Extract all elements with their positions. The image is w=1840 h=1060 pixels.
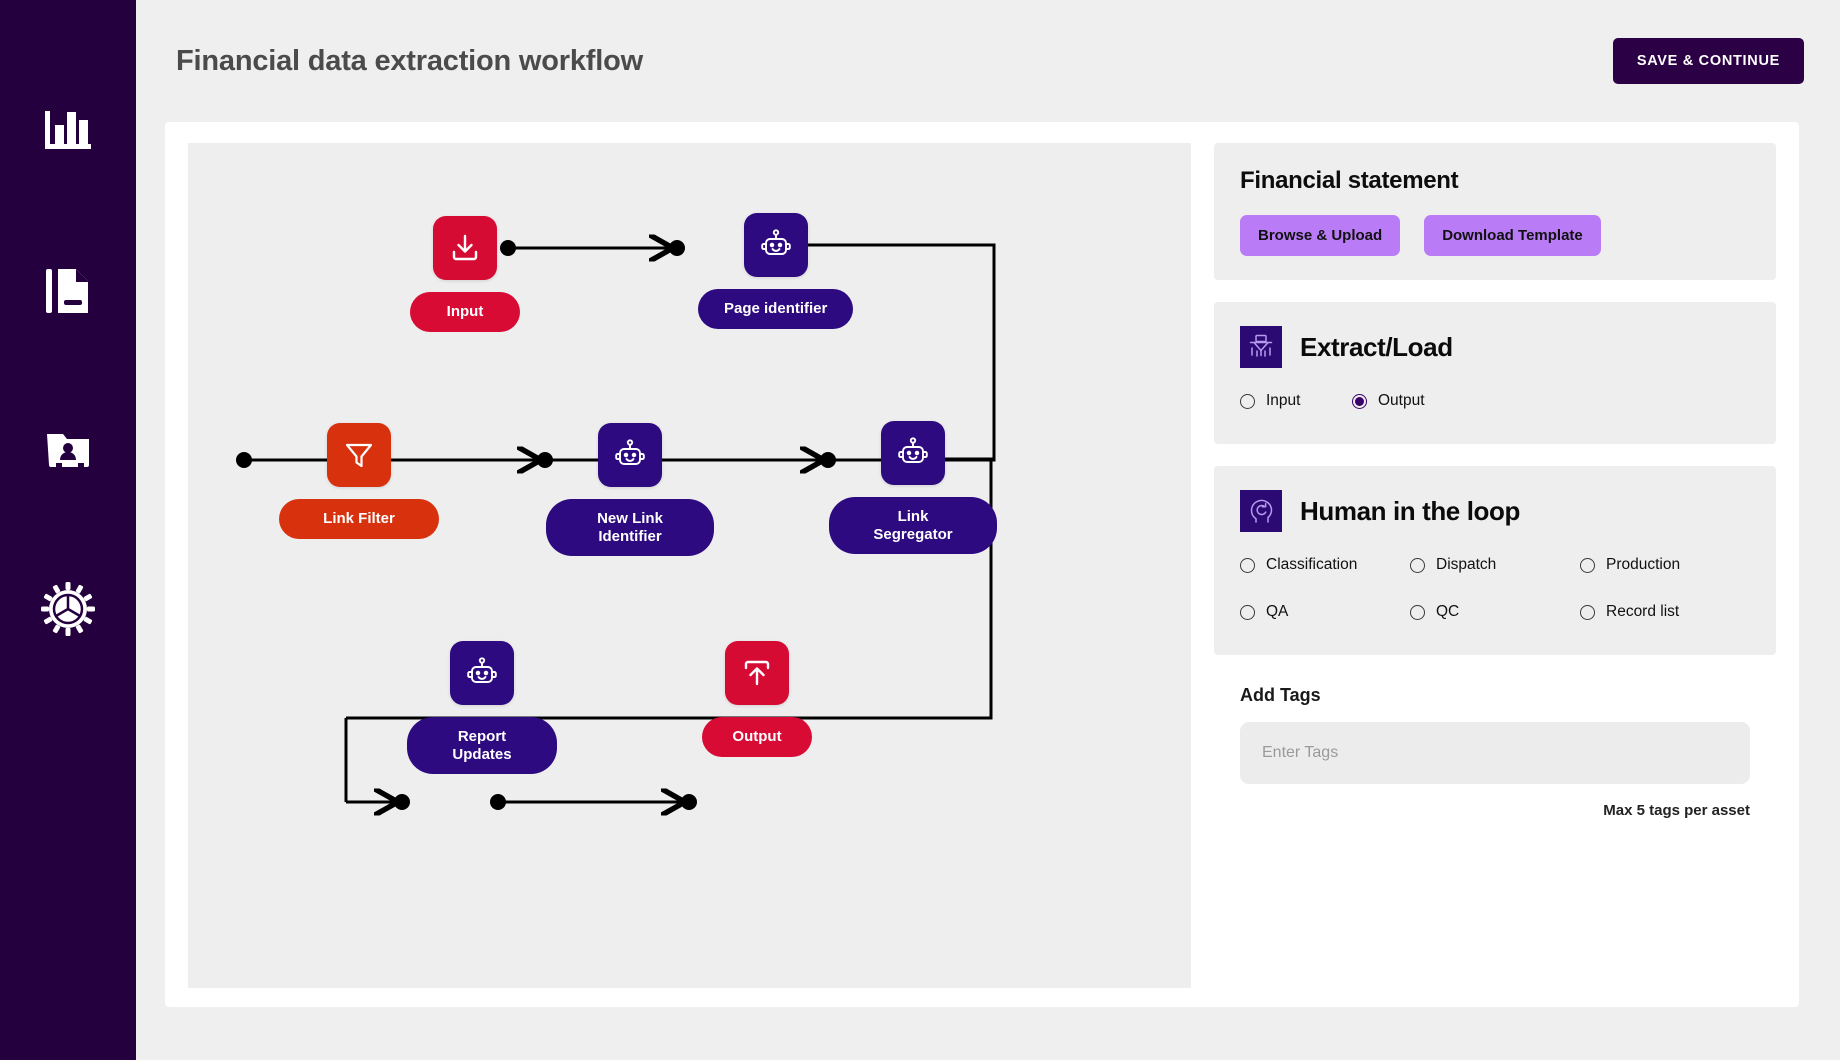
properties-sidebar: Financial statement Browse & Upload Down… bbox=[1214, 143, 1776, 988]
radio-dot[interactable] bbox=[1240, 393, 1255, 409]
radio-option-qc[interactable]: QC bbox=[1410, 603, 1580, 621]
tags-hint: Max 5 tags per asset bbox=[1603, 802, 1750, 819]
radio-dot-selected[interactable] bbox=[1352, 393, 1367, 409]
radio-option-classification[interactable]: Classification bbox=[1240, 556, 1410, 574]
radio-dot[interactable] bbox=[1580, 557, 1595, 573]
robot-icon bbox=[881, 421, 945, 485]
extract-load-header: Extract/Load bbox=[1240, 326, 1750, 368]
save-and-continue-button[interactable]: SAVE & CONTINUE bbox=[1612, 38, 1804, 84]
browse-upload-button[interactable]: Browse & Upload bbox=[1240, 215, 1401, 256]
radio-label: Dispatch bbox=[1436, 556, 1497, 573]
human-loop-header: Human in the loop bbox=[1240, 490, 1750, 532]
robot-icon bbox=[450, 641, 514, 705]
gear-icon bbox=[39, 580, 97, 638]
add-tags-label: Add Tags bbox=[1240, 685, 1321, 705]
radio-option-input[interactable]: Input bbox=[1240, 392, 1352, 410]
left-rail bbox=[0, 0, 136, 1060]
sidebar-item-analytics[interactable] bbox=[36, 100, 100, 164]
radio-label: QA bbox=[1266, 603, 1289, 620]
flow-node-label[interactable]: Page identifier bbox=[698, 289, 854, 329]
flow-node-label[interactable]: Report Updates bbox=[407, 717, 557, 775]
robot-icon bbox=[598, 423, 662, 487]
radio-label: Production bbox=[1606, 556, 1681, 573]
flow-node-label[interactable]: Link Filter bbox=[279, 499, 439, 539]
flow-node-label[interactable]: Input bbox=[410, 292, 520, 332]
radio-label: Input bbox=[1266, 392, 1301, 409]
flow-node-label[interactable]: Output bbox=[702, 717, 812, 757]
workflow-canvas[interactable]: Input Page identifier bbox=[188, 143, 1191, 988]
human-in-the-loop-panel: Human in the loop Classification Dispatc… bbox=[1214, 466, 1776, 655]
flow-node-label[interactable]: New Link Identifier bbox=[546, 499, 714, 557]
radio-dot[interactable] bbox=[1410, 557, 1425, 573]
download-template-button[interactable]: Download Template bbox=[1424, 215, 1601, 256]
human-loop-options: Classification Dispatch Production QA QC bbox=[1240, 556, 1750, 621]
sidebar-item-settings[interactable] bbox=[36, 577, 100, 641]
human-head-icon bbox=[1240, 490, 1282, 532]
extract-load-title: Extract/Load bbox=[1300, 331, 1453, 362]
radio-label: Classification bbox=[1266, 556, 1358, 573]
radio-dot[interactable] bbox=[1240, 604, 1255, 620]
add-tags-section: Add Tags Max 5 tags per asset bbox=[1214, 685, 1776, 819]
flow-node-link-segregator[interactable]: Link Segregator bbox=[829, 421, 997, 555]
financial-statement-panel: Financial statement Browse & Upload Down… bbox=[1214, 143, 1776, 280]
flow-connectors bbox=[236, 143, 996, 988]
extract-load-panel: Extract/Load Input Output bbox=[1214, 302, 1776, 444]
folder-user-icon bbox=[40, 422, 96, 478]
flow-node-input[interactable]: Input bbox=[410, 216, 520, 332]
radio-option-dispatch[interactable]: Dispatch bbox=[1410, 556, 1580, 574]
radio-label: QC bbox=[1436, 603, 1460, 620]
flow-node-link-filter[interactable]: Link Filter bbox=[279, 423, 439, 539]
flow-node-page-identifier[interactable]: Page identifier bbox=[698, 213, 854, 329]
radio-option-qa[interactable]: QA bbox=[1240, 603, 1410, 621]
flow-node-label[interactable]: Link Segregator bbox=[829, 497, 997, 555]
download-icon bbox=[433, 216, 497, 280]
page-header: Financial data extraction workflow SAVE … bbox=[136, 0, 1840, 122]
funnel-icon bbox=[327, 423, 391, 487]
financial-statement-title: Financial statement bbox=[1240, 167, 1459, 194]
radio-label: Output bbox=[1378, 392, 1425, 409]
radio-dot[interactable] bbox=[1410, 604, 1425, 620]
sidebar-item-documents[interactable] bbox=[36, 259, 100, 323]
financial-actions: Browse & Upload Download Template bbox=[1240, 215, 1750, 256]
flow-node-output[interactable]: Output bbox=[702, 641, 812, 757]
upload-icon bbox=[725, 641, 789, 705]
extract-load-options: Input Output bbox=[1240, 392, 1750, 410]
robot-icon bbox=[743, 213, 808, 277]
flow-node-report-updates[interactable]: Report Updates bbox=[407, 641, 557, 775]
sidebar-item-contacts[interactable] bbox=[36, 418, 100, 482]
extract-load-icon bbox=[1240, 326, 1282, 368]
radio-dot[interactable] bbox=[1240, 557, 1255, 573]
radio-option-output[interactable]: Output bbox=[1352, 392, 1750, 410]
tags-input[interactable] bbox=[1240, 722, 1750, 784]
main-card: Input Page identifier bbox=[165, 122, 1799, 1007]
radio-option-production[interactable]: Production bbox=[1580, 556, 1750, 574]
human-loop-title: Human in the loop bbox=[1300, 495, 1520, 526]
bar-chart-icon bbox=[40, 104, 96, 160]
radio-option-record-list[interactable]: Record list bbox=[1580, 603, 1750, 621]
flow-node-new-link-identifier[interactable]: New Link Identifier bbox=[546, 423, 714, 557]
radio-dot[interactable] bbox=[1580, 604, 1595, 620]
page-title: Financial data extraction workflow bbox=[176, 44, 643, 77]
radio-label: Record list bbox=[1606, 603, 1680, 620]
document-icon bbox=[40, 263, 96, 319]
